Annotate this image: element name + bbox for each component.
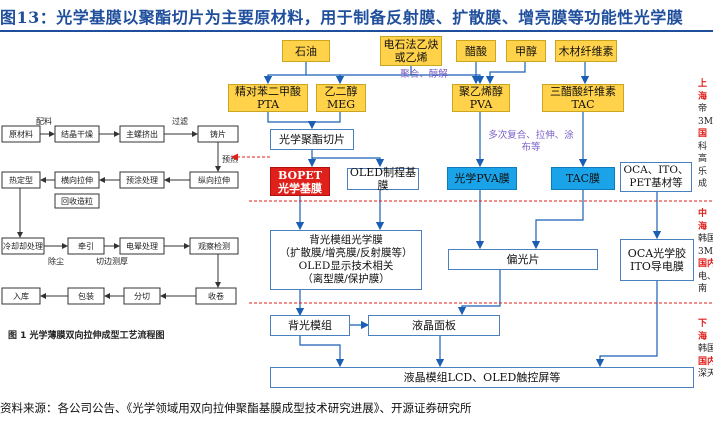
intermediate-box: 聚乙烯醇 PVA	[452, 84, 510, 112]
flow-label: 热定型	[9, 175, 33, 185]
process-flow-figure: 原材料 配料 结晶干燥 主螺挤出 过滤 铸片 热定型 横向拉伸 预涂处理 纵向拉…	[1, 116, 239, 341]
title-divider	[0, 30, 713, 32]
flow-label: 分切	[134, 292, 150, 301]
intermediate-box: 三醋酸纤维素 TAC	[542, 84, 624, 112]
flow-label: 铸片	[210, 129, 226, 139]
flow-label: 预热	[222, 154, 238, 164]
material-box: 电石法乙炔 或乙烯	[380, 36, 442, 66]
material-box: 石油	[282, 40, 330, 62]
flow-label: 横向拉伸	[61, 175, 93, 185]
pva-film-box: 光学PVA膜	[447, 167, 517, 190]
intermediate-box: 乙二醇 MEG	[316, 84, 366, 112]
oled-base-box: OLED制程基膜	[347, 166, 419, 192]
downstream-company-list: 下 海 韩国 国内 深天	[698, 319, 713, 379]
source-note: 资料来源：各公司公告、《光学领域用双向拉伸聚酯基膜成型技术研究进展》、开源证券研…	[0, 401, 472, 415]
material-box: 甲醇	[506, 40, 546, 62]
tac-film-box: TAC膜	[551, 167, 615, 190]
flow-label: 过滤	[172, 116, 188, 126]
flow-label: 入库	[13, 291, 29, 301]
flow-label: 配料	[36, 116, 52, 126]
flow-label: 回收造粒	[61, 196, 93, 206]
flow-label: 原材料	[9, 129, 33, 139]
flow-label: 牵引	[78, 241, 94, 251]
flow-label: 包装	[78, 291, 94, 301]
flow-label: 电晕处理	[126, 241, 158, 251]
material-box: 醋酸	[456, 40, 496, 62]
flow-label: 主螺挤出	[126, 129, 158, 139]
flow-step-box	[189, 237, 239, 255]
flow-label: 观察检测	[198, 241, 230, 251]
backlight-module-box: 背光模组	[270, 315, 350, 336]
upstream-company-list: 上 海 帝 3M 国 科 高 乐 成	[698, 79, 713, 189]
chips-box: 光学聚酯切片	[270, 129, 354, 150]
page-title: 图13：光学基膜以聚酯切片为主要原材料，用于制备反射膜、扩散膜、增亮膜等功能性光…	[0, 8, 684, 27]
process-note: 多次复合、拉伸、涂 布等	[488, 130, 574, 153]
flow-label: 纵向拉伸	[198, 175, 230, 185]
intermediate-box: 精对苯二甲酸 PTA	[228, 84, 308, 112]
flow-label: 收卷	[208, 291, 224, 301]
polarizer-box: 偏光片	[448, 249, 598, 270]
figure-caption: 图 1 光学薄膜双向拉伸成型工艺流程图	[8, 329, 165, 341]
lcd-panel-box: 液晶面板	[368, 315, 500, 336]
material-box: 木材纤维素	[555, 40, 617, 62]
touch-screen-box: 液晶模组LCD、OLED触控屏等	[270, 367, 694, 388]
flow-label: 除尘	[48, 256, 64, 266]
bopet-box: BOPET 光学基膜	[270, 167, 330, 196]
backlight-film-box: 背光模组光学膜 （扩散膜/增亮膜/反射膜等） OLED显示技术相关 （离型膜/保…	[270, 230, 422, 290]
flow-label: 切边测厚	[96, 256, 128, 266]
flow-label: 结晶干燥	[61, 129, 93, 139]
process-note: 聚合、醇解	[400, 69, 448, 80]
midstream-company-list: 中 海 韩国 3M 国内 电、 南	[698, 209, 713, 294]
flow-label: 预涂处理	[126, 175, 158, 185]
oca-pet-box: OCA、ITO、 PET基材等	[620, 162, 692, 192]
oca-glue-box: OCA光学胶 ITO导电膜	[620, 239, 694, 281]
flow-step-box	[54, 193, 100, 209]
flow-label: 冷却却处理	[3, 241, 43, 251]
